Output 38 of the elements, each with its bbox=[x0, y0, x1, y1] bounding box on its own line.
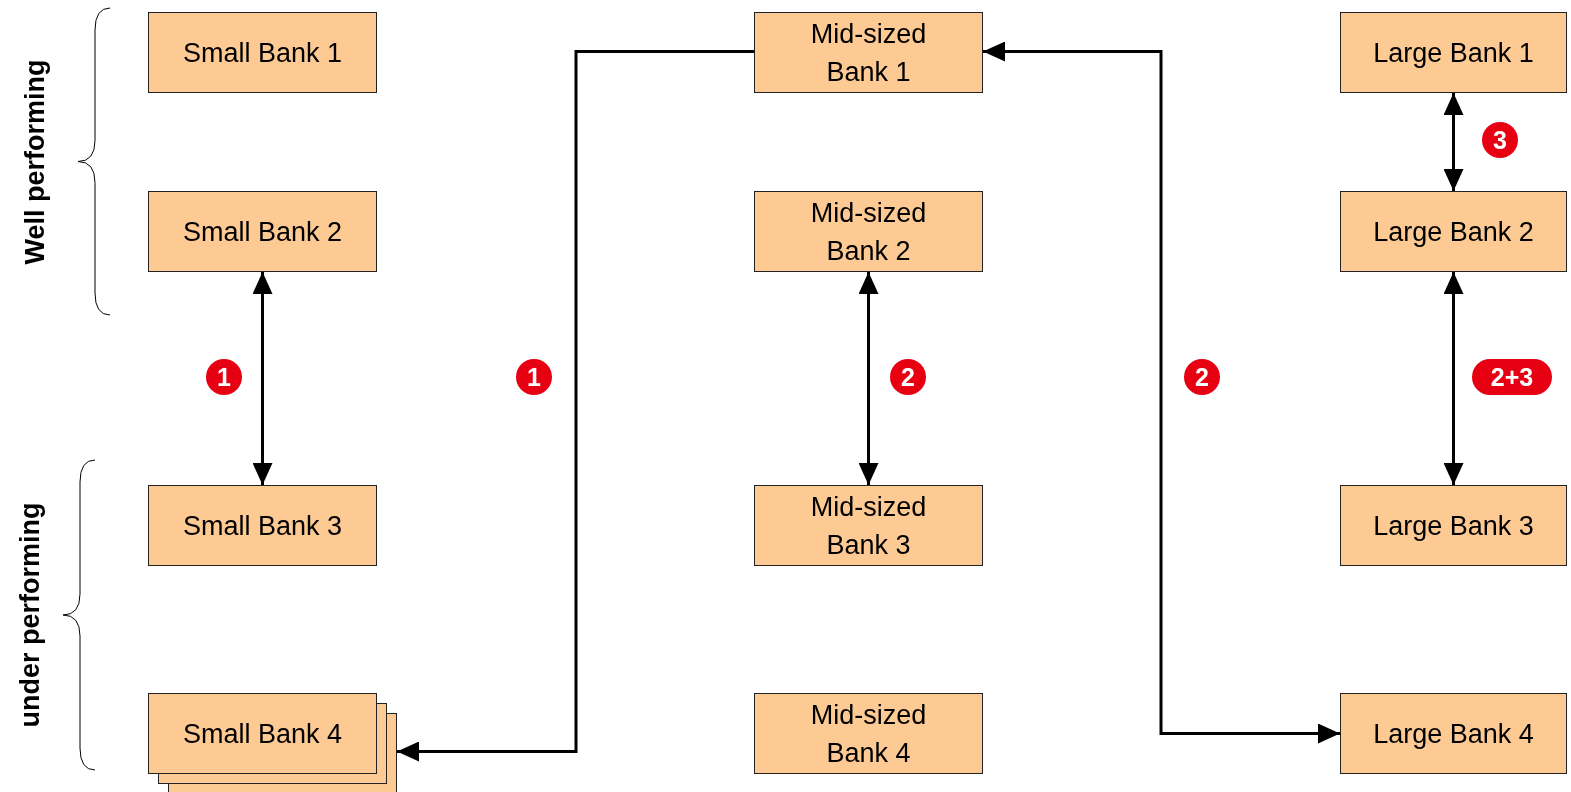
callout-number: 3 bbox=[1482, 122, 1518, 158]
group-label: Well performing bbox=[19, 59, 51, 264]
callout-number: 2 bbox=[890, 359, 926, 395]
box-label: Large Bank 4 bbox=[1373, 717, 1534, 751]
bank-box bbox=[754, 12, 983, 93]
bank-box bbox=[754, 693, 983, 774]
box-label: Large Bank 1 bbox=[1373, 36, 1534, 70]
bank-box bbox=[754, 485, 983, 566]
box-label: Small Bank 3 bbox=[182, 509, 343, 543]
bank-box bbox=[148, 485, 377, 566]
bank-box bbox=[1340, 485, 1567, 566]
box-label: Small Bank 2 bbox=[182, 215, 343, 249]
bank-box bbox=[754, 191, 983, 272]
group-label: under performing bbox=[14, 502, 46, 728]
box-label: Large Bank 3 bbox=[1373, 509, 1534, 543]
box-label: Mid-sized Bank 2 bbox=[809, 196, 928, 268]
box-label: Mid-sized Bank 4 bbox=[809, 698, 928, 770]
box-label: Mid-sized Bank 3 bbox=[809, 490, 928, 562]
arrow bbox=[983, 41, 1340, 744]
arrow bbox=[252, 272, 273, 485]
callout-number: 2 bbox=[1184, 359, 1220, 395]
bank-box bbox=[148, 12, 377, 93]
bank-box bbox=[1340, 191, 1567, 272]
bank-box bbox=[1340, 12, 1567, 93]
stacked-box bbox=[148, 693, 397, 792]
bank-box bbox=[148, 191, 377, 272]
arrow bbox=[1443, 93, 1464, 191]
box-label: Large Bank 2 bbox=[1373, 215, 1534, 249]
callout-number: 1 bbox=[206, 359, 242, 395]
arrow bbox=[397, 50, 754, 762]
arrow bbox=[1443, 272, 1464, 485]
callout-number: 2+3 bbox=[1472, 359, 1552, 395]
box-label: Small Bank 4 bbox=[182, 717, 343, 751]
arrow bbox=[858, 272, 879, 485]
box-label: Small Bank 1 bbox=[182, 36, 343, 70]
box-label: Mid-sized Bank 1 bbox=[809, 17, 928, 89]
callout-number: 1 bbox=[516, 359, 552, 395]
bank-box bbox=[1340, 693, 1567, 774]
